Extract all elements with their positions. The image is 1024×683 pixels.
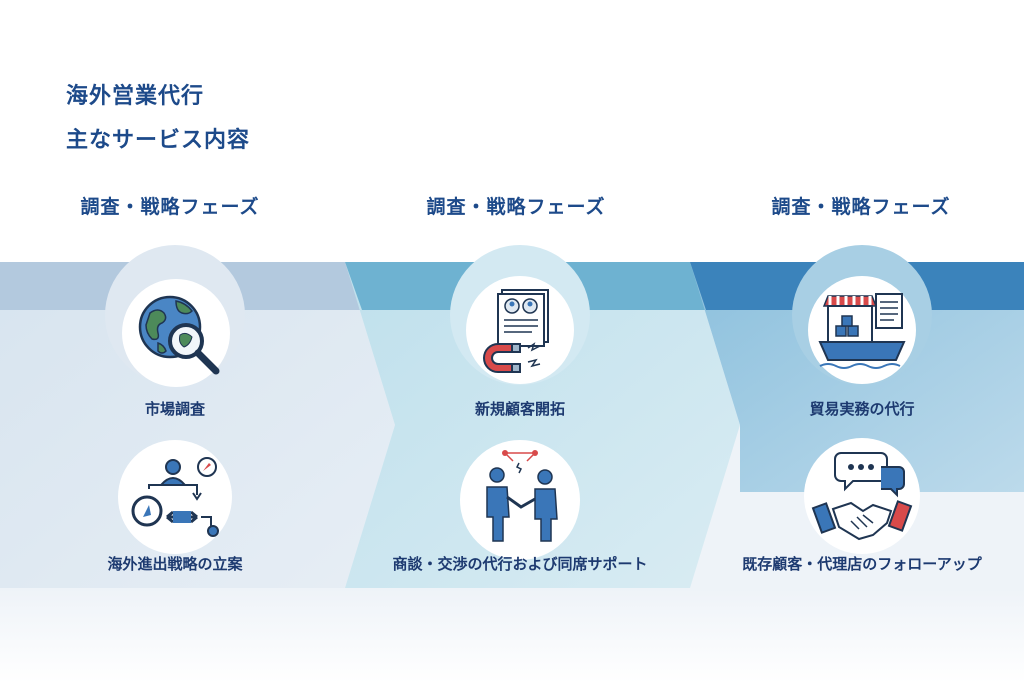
page-title-line1: 海外営業代行 xyxy=(66,84,205,109)
overseas-strategy-circle xyxy=(118,440,232,554)
trade-practice-circle xyxy=(808,276,916,384)
label-trade-practice: 貿易実務の代行 xyxy=(809,400,915,418)
label-negotiation: 商談・交渉の代行および同席サポート xyxy=(392,555,648,573)
shop-ship-icon xyxy=(818,293,906,369)
market-research-circle xyxy=(122,279,230,387)
label-overseas-strategy: 海外進出戦略の立案 xyxy=(107,555,243,573)
handshake-people-icon xyxy=(486,450,558,542)
followup-circle xyxy=(804,438,920,554)
globe-magnifier-icon xyxy=(138,295,220,375)
phase-title-2: 調査・戦略フェーズ xyxy=(426,196,606,218)
label-new-customer: 新規顧客開拓 xyxy=(474,400,565,418)
magnet-profiles-icon xyxy=(483,289,549,373)
phase-title-3: 調査・戦略フェーズ xyxy=(771,196,951,218)
strategy-flow-icon xyxy=(131,457,219,537)
bottom-fade xyxy=(0,588,1024,683)
phase-title-1: 調査・戦略フェーズ xyxy=(80,196,260,218)
label-followup: 既存顧客・代理店のフォローアップ xyxy=(742,555,982,573)
handshake-chat-icon xyxy=(811,452,913,541)
label-market-research: 市場調査 xyxy=(144,400,205,418)
negotiation-circle xyxy=(460,440,580,560)
new-customer-circle xyxy=(466,276,574,384)
page-title-line2: 主なサービス内容 xyxy=(66,128,251,153)
